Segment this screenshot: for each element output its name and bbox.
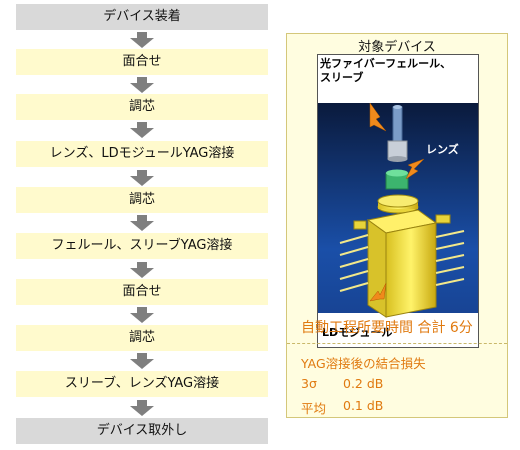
step-mount-device: デバイス装着 bbox=[16, 4, 268, 30]
down-arrow-icon bbox=[130, 400, 154, 416]
device-illustration: 光ファイバーフェルール、 スリーブ レンズ LDモジュール bbox=[317, 54, 479, 348]
panel-title: 対象デバイス bbox=[358, 40, 436, 55]
label-sleeve: スリーブ bbox=[320, 71, 364, 84]
step-weld-lens-ld: レンズ、LDモジュールYAG溶接 bbox=[16, 141, 268, 167]
panel-divider bbox=[287, 343, 507, 344]
label-fiber-ferrule: 光ファイバーフェルール、 bbox=[320, 57, 452, 70]
down-arrow-icon bbox=[130, 170, 154, 186]
device-3d-render bbox=[318, 55, 478, 347]
step-alignment-2: 調芯 bbox=[16, 187, 268, 213]
sigma-label: 3σ bbox=[301, 376, 317, 391]
label-lens: レンズ bbox=[426, 143, 459, 156]
step-surface-align-1: 面合せ bbox=[16, 49, 268, 75]
label-ld-module: LDモジュール bbox=[322, 326, 393, 339]
down-arrow-icon bbox=[130, 307, 154, 323]
down-arrow-icon bbox=[130, 262, 154, 278]
mean-label: 平均 bbox=[301, 401, 327, 416]
total-process-time: 自動工程所要時間 合計 6分 bbox=[301, 320, 473, 336]
step-surface-align-2: 面合せ bbox=[16, 279, 268, 305]
down-arrow-icon bbox=[130, 32, 154, 48]
mean-value: 0.1 dB bbox=[343, 398, 384, 413]
down-arrow-icon bbox=[130, 353, 154, 369]
step-remove-device: デバイス取外し bbox=[16, 418, 268, 444]
step-weld-ferrule-sleeve: フェルール、スリーブYAG溶接 bbox=[16, 233, 268, 259]
step-weld-sleeve-lens: スリーブ、レンズYAG溶接 bbox=[16, 371, 268, 397]
sigma-value: 0.2 dB bbox=[343, 376, 384, 391]
coupling-loss-title: YAG溶接後の結合損失 bbox=[301, 356, 426, 371]
down-arrow-icon bbox=[130, 122, 154, 138]
step-alignment-3: 調芯 bbox=[16, 325, 268, 351]
down-arrow-icon bbox=[130, 77, 154, 93]
target-device-panel: 対象デバイス bbox=[286, 33, 508, 418]
down-arrow-icon bbox=[130, 215, 154, 231]
step-alignment-1: 調芯 bbox=[16, 94, 268, 120]
